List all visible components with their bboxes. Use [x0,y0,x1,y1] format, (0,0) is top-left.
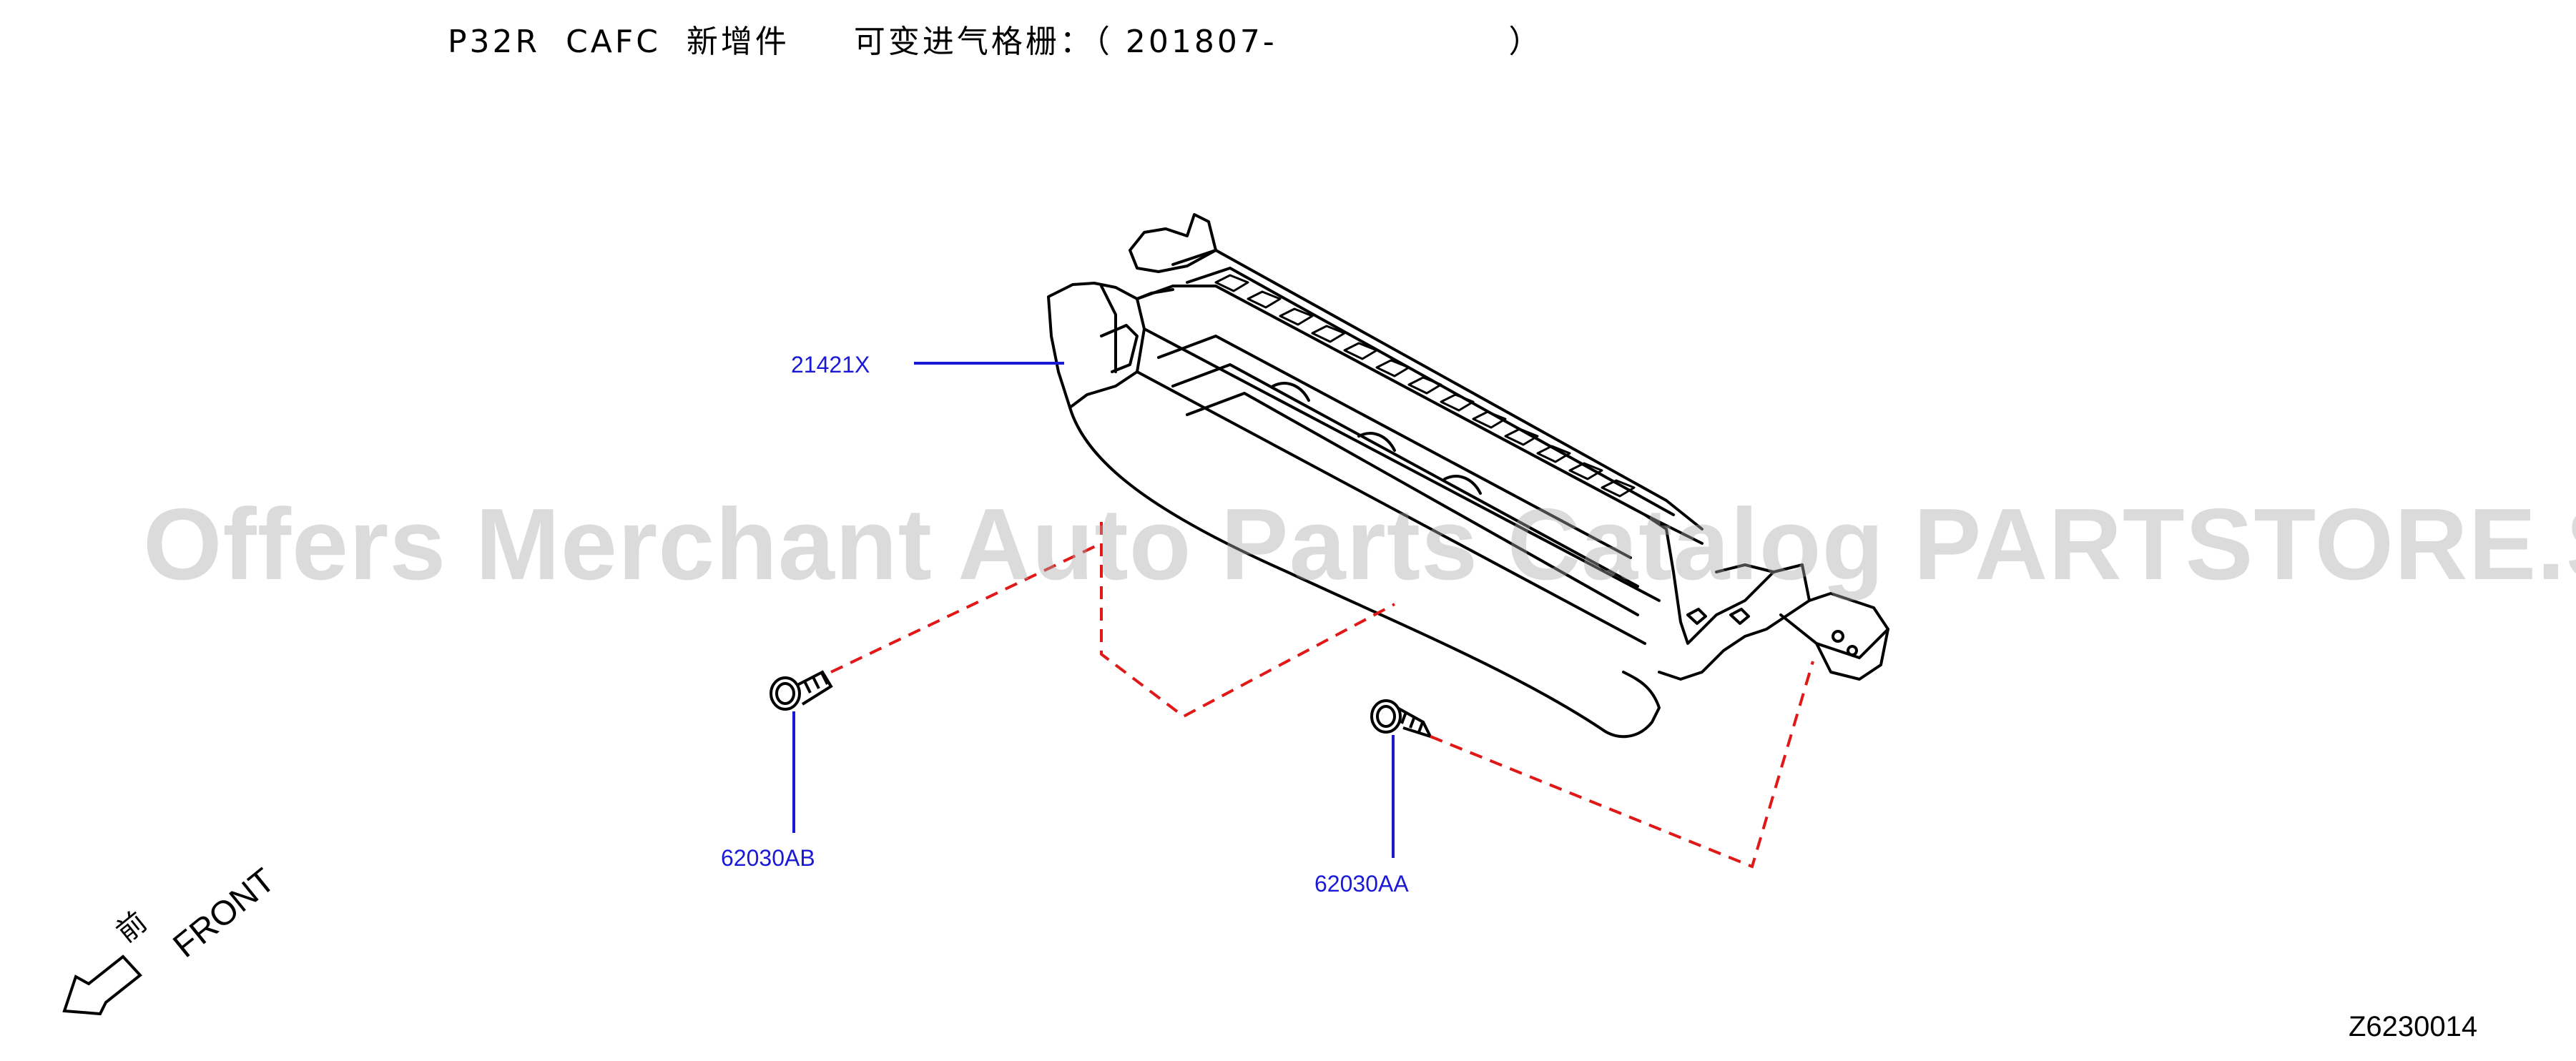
assembly-dashed-lines [830,522,1814,869]
grille-body-outline [1068,406,1661,739]
region-code: CAFC [566,24,661,60]
callout-bolt-right-part-number[interactable]: 62030AA [1314,871,1409,897]
new-part-label: 新增件 [686,24,790,60]
bolt-right[interactable] [1370,699,1433,739]
grille-left-bracket [1047,282,1146,409]
louver-openings [1214,274,1636,498]
dashed-line-left-box [1100,522,1395,719]
dashed-line-right-bolt [1430,661,1814,869]
bolt-left[interactable] [770,670,833,711]
grille-top-edge [1136,285,1704,545]
date-close: ） [1508,24,1543,60]
watermark: Offers Merchant Auto Parts Catalog PARTS… [143,488,2576,601]
model-code: P32R [448,24,541,60]
diagram-header: P32R CAFC 新增件 可变进气格栅：（ 201807- ） [448,16,1543,61]
grille-assembly[interactable] [1047,213,1889,739]
diagram-code: Z6230014 [2349,1011,2478,1042]
grille-louver-strip [1171,249,1704,530]
callout-bolt-left-part-number[interactable]: 62030AB [721,845,815,871]
grille-upper-clip [1129,213,1217,273]
callout-grille-part-number[interactable]: 21421X [791,352,870,377]
dashed-line-left-bolt [830,542,1102,673]
callout-leaders [792,362,1395,858]
part-group-name: 可变进气格栅：（ [853,24,1113,60]
grille-right-bracket [1643,513,1811,681]
front-arrow-icon [62,954,142,1016]
date-from: 201807- [1125,24,1277,60]
